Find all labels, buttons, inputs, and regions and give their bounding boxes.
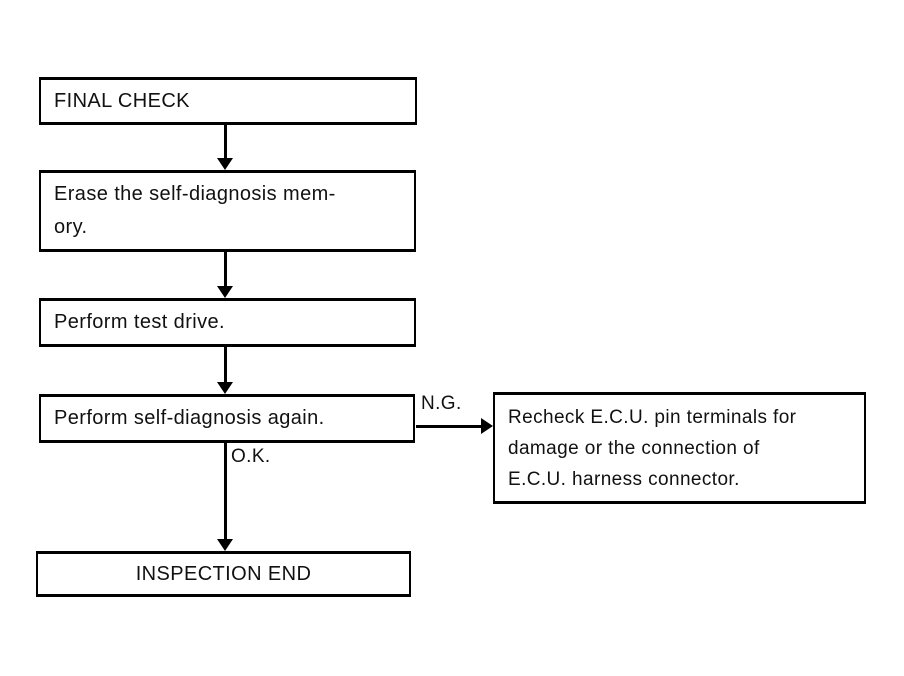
self-diagnosis-box: Perform self-diagnosis again. — [39, 394, 415, 443]
arrow-down-icon — [217, 539, 233, 551]
arrow-down-icon — [217, 382, 233, 394]
erase-memory-label: Erase the self-diagnosis mem- ory. — [54, 183, 336, 238]
final-check-label: FINAL CHECK — [54, 89, 190, 112]
final-check-box: FINAL CHECK — [39, 77, 417, 125]
arrow-line — [223, 125, 227, 158]
arrow-test-to-diagnosis — [217, 347, 233, 394]
arrow-line — [223, 347, 227, 382]
arrow-down-icon — [217, 158, 233, 170]
ok-label: O.K. — [231, 446, 271, 467]
arrow-line — [223, 252, 227, 286]
arrow-ng-to-recheck — [416, 418, 493, 434]
recheck-ecu-label: Recheck E.C.U. pin terminals for damage … — [508, 406, 797, 490]
test-drive-box: Perform test drive. — [39, 298, 416, 347]
arrow-down-icon — [217, 286, 233, 298]
arrow-line — [223, 443, 227, 539]
arrow-ok-to-end — [217, 443, 233, 551]
arrow-final-to-erase — [217, 125, 233, 170]
erase-memory-box: Erase the self-diagnosis mem- ory. — [39, 170, 416, 252]
ng-label: N.G. — [421, 393, 462, 414]
arrow-erase-to-test — [217, 252, 233, 298]
recheck-ecu-box: Recheck E.C.U. pin terminals for damage … — [493, 392, 866, 504]
arrow-right-icon — [481, 418, 493, 434]
self-diagnosis-label: Perform self-diagnosis again. — [54, 407, 325, 429]
arrow-line — [416, 424, 481, 428]
test-drive-label: Perform test drive. — [54, 311, 225, 333]
inspection-end-box: INSPECTION END — [36, 551, 411, 597]
inspection-end-label: INSPECTION END — [135, 562, 312, 585]
